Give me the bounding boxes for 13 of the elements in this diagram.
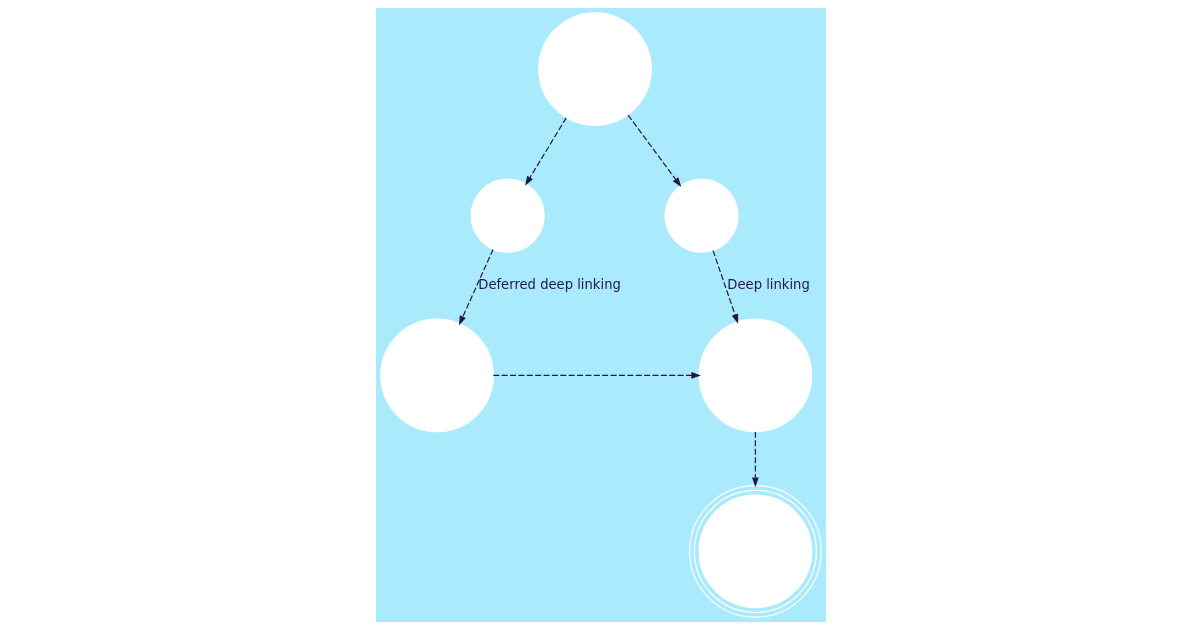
node-circle bbox=[698, 318, 812, 433]
arrow bbox=[492, 372, 701, 379]
arrow bbox=[751, 431, 759, 488]
node-circle bbox=[379, 318, 494, 433]
edge-label: Deferred deep linking bbox=[477, 277, 621, 293]
arrow bbox=[458, 248, 494, 326]
arrow bbox=[712, 250, 738, 324]
node-circle bbox=[688, 484, 822, 618]
edge-label: Deep linking bbox=[726, 277, 810, 293]
node-circle bbox=[470, 178, 545, 253]
arrow bbox=[627, 114, 681, 188]
arrow bbox=[524, 117, 567, 186]
node-circle bbox=[537, 12, 652, 126]
